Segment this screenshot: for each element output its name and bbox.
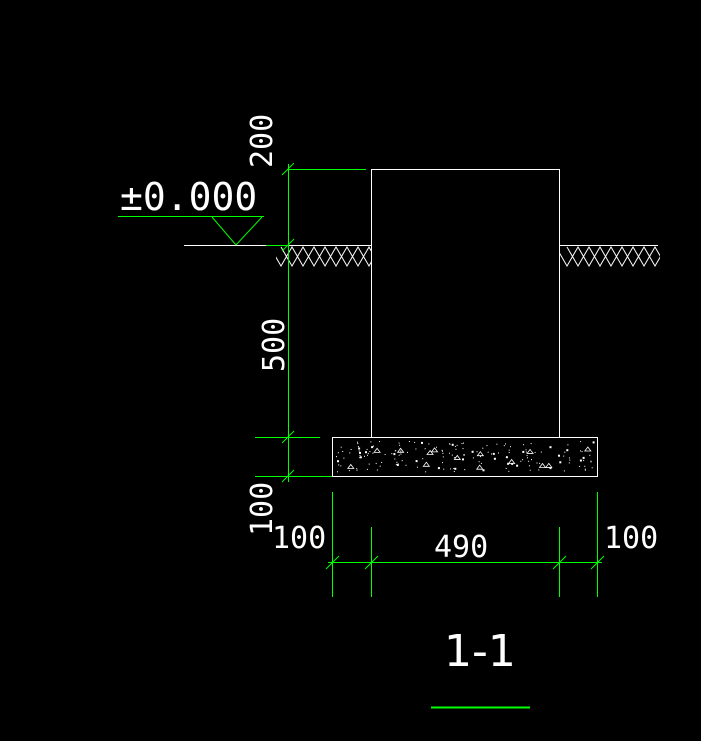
- footing-concrete-hatch: [336, 441, 595, 473]
- vertical-dimension-lines: [255, 162, 366, 483]
- horizontal-dimension-lines: [325, 492, 605, 597]
- dimension-100-right: 100: [604, 521, 658, 556]
- dimension-500: 500: [257, 318, 292, 372]
- soil-hatch-left: [276, 246, 371, 267]
- dimension-200: 200: [245, 114, 280, 168]
- elevation-marker: [118, 216, 264, 246]
- wall-outline: [371, 169, 560, 438]
- soil-hatch-right: [560, 246, 660, 267]
- section-title: 1-1: [444, 626, 516, 677]
- dimension-100-vertical: 100: [245, 482, 280, 536]
- dimension-490: 490: [434, 530, 488, 565]
- footing-outline: [332, 437, 598, 477]
- elevation-label: ±0.000: [120, 175, 257, 219]
- dimension-100-left: 100: [272, 521, 326, 556]
